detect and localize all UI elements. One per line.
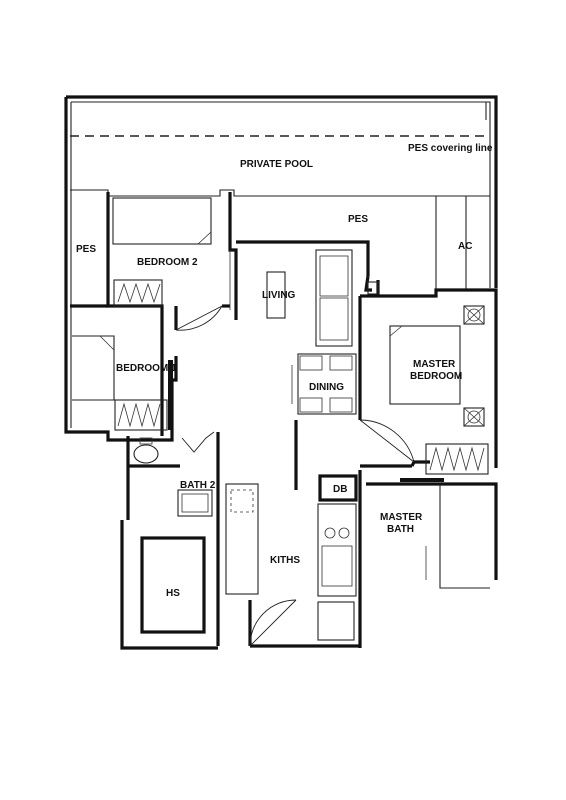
dining-table <box>291 353 357 415</box>
bedroom1-label: BEDROOM 1 <box>116 363 177 374</box>
kitchen-door <box>249 599 297 647</box>
bath2-door <box>181 431 215 453</box>
bath2-walls <box>126 432 220 520</box>
pes-covering-line-label: PES covering line <box>408 143 493 154</box>
kitchen-walls <box>120 420 360 650</box>
outer-walls <box>64 95 498 442</box>
hs-bunker <box>140 536 206 634</box>
master-bath-walls <box>358 470 498 648</box>
bedroom2-wardrobe <box>113 279 163 307</box>
bath2-basin <box>177 489 213 517</box>
master-wardrobe <box>425 443 489 475</box>
kitchen-counter <box>317 503 357 597</box>
master-bedroom-label-line1: MASTER <box>413 359 456 370</box>
bedroom2-door <box>175 305 223 331</box>
ac-label: AC <box>458 241 472 252</box>
pes-planter <box>367 281 379 295</box>
private-pool-label: PRIVATE POOL <box>240 159 313 170</box>
bath2-toilet <box>133 437 159 464</box>
bedroom1-bed <box>72 335 115 401</box>
hs-label: HS <box>166 588 180 599</box>
kitchen-island <box>225 483 259 595</box>
bedroom2-bed <box>112 197 212 245</box>
pes-top-label: PES <box>348 214 368 225</box>
bedroom1-wardrobe <box>114 399 168 431</box>
master-bedroom-door <box>359 419 415 463</box>
bedroom1-door-slab <box>168 360 173 430</box>
master-bath-door-slab <box>400 478 444 482</box>
db-label: DB <box>333 484 347 495</box>
dining-label: DINING <box>309 382 344 393</box>
master-bath-label-line2: BATH <box>387 524 414 535</box>
bedroom2-label: BEDROOM 2 <box>137 257 198 268</box>
master-bedside-lamp-bottom <box>463 407 485 427</box>
living-walls <box>236 240 380 420</box>
master-bath-label-line1: MASTER <box>380 512 423 523</box>
master-bedroom-label-line2: BEDROOM <box>410 371 462 382</box>
master-bedside-lamp-top <box>463 305 485 325</box>
bath2-basin-inner <box>181 493 209 513</box>
living-label: LIVING <box>262 290 296 301</box>
coffee-table <box>266 271 286 319</box>
kitchen-label: KITHS <box>270 555 300 566</box>
bath2-label: BATH 2 <box>180 480 216 491</box>
db-cabinet <box>318 474 358 502</box>
sofa <box>315 249 353 347</box>
fridge <box>317 601 355 641</box>
master-bed <box>389 325 461 405</box>
pes-left-label: PES <box>76 244 96 255</box>
